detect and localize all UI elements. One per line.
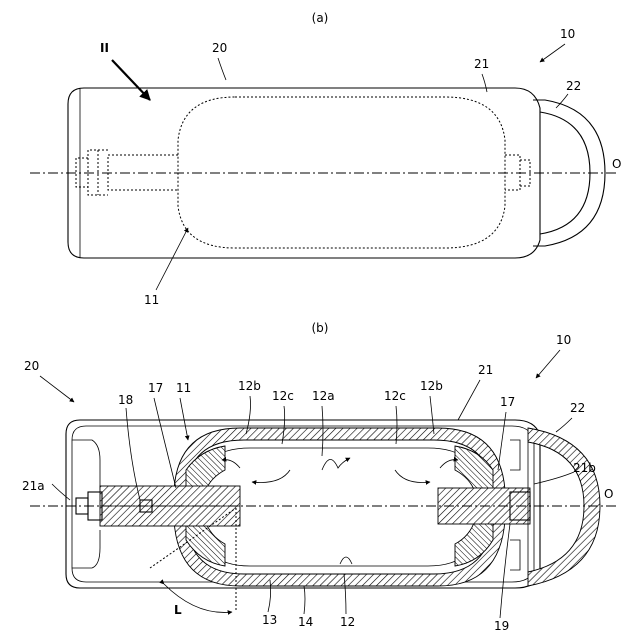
figure-a: (a) O II 20 21 22 10 (30, 11, 621, 307)
left-valve-dotted (88, 150, 108, 195)
flow-arrow-4 (395, 470, 430, 483)
inner-tank-dotted (178, 97, 505, 248)
label-18: 18 (118, 393, 133, 407)
label-21-b: 21 (478, 363, 493, 377)
label-12: 12 (340, 615, 355, 629)
leader-21-a (482, 74, 487, 92)
label-II: II (100, 41, 109, 55)
label-17-right: 17 (500, 395, 515, 409)
figure-b: (b) (22, 321, 618, 633)
leader-22-b (556, 418, 572, 432)
leader-21-b (458, 380, 480, 420)
label-21a: 21a (22, 479, 45, 493)
label-11-b: 11 (176, 381, 191, 395)
label-13: 13 (262, 613, 277, 627)
inner-liner-mark (340, 557, 352, 564)
label-12c-left: 12c (272, 389, 294, 403)
label-22-a: 22 (566, 79, 581, 93)
leader-14 (304, 586, 305, 614)
label-20-b: 20 (24, 359, 39, 373)
figure-b-panel-label: (b) (312, 321, 329, 335)
label-21b: 21b (573, 461, 596, 475)
leader-11-b (180, 398, 188, 440)
flow-arrow-3 (322, 458, 350, 470)
label-12a: 12a (312, 389, 335, 403)
view-arrow-II (112, 60, 150, 100)
leader-20-a (218, 58, 226, 80)
label-11-a: 11 (144, 293, 159, 307)
figure-a-panel-label: (a) (312, 11, 329, 25)
axis-label-a: O (612, 157, 621, 171)
left-valve-tip-dotted (76, 158, 88, 187)
axis-label-b: O (604, 487, 613, 501)
right-neck-dotted (505, 155, 520, 190)
leader-17-left (154, 398, 176, 488)
label-10-b: 10 (556, 333, 571, 347)
label-12b-left: 12b (238, 379, 261, 393)
label-20-a: 20 (212, 41, 227, 55)
leader-21a (52, 484, 70, 500)
label-12b-right: 12b (420, 379, 443, 393)
label-19: 19 (494, 619, 509, 633)
leader-17-right (498, 412, 506, 470)
leader-10-b (536, 350, 560, 378)
label-12c-right: 12c (384, 389, 406, 403)
label-14: 14 (298, 615, 313, 629)
cap-b (528, 428, 600, 586)
label-10-a: 10 (560, 27, 575, 41)
leader-20-b (40, 376, 74, 402)
leader-12c-right (396, 406, 397, 444)
leader-10-a (540, 44, 565, 62)
flow-arrow-2 (252, 470, 290, 483)
label-21-a: 21 (474, 57, 489, 71)
label-17-left: 17 (148, 381, 163, 395)
label-L: L (174, 603, 182, 617)
leader-11-a (156, 228, 188, 290)
label-22-b: 22 (570, 401, 585, 415)
left-neck-dotted (108, 155, 178, 190)
